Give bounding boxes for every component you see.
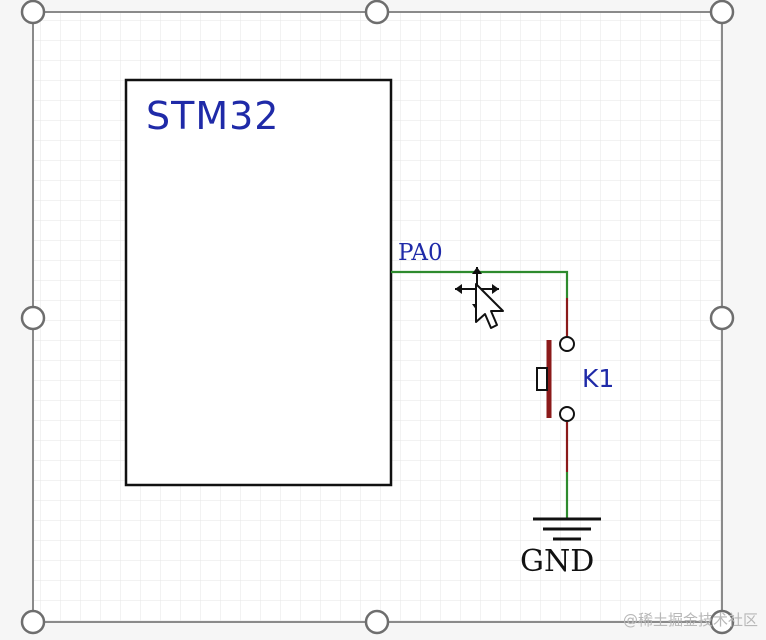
chip-label: STM32 xyxy=(146,94,280,138)
handle-top-middle[interactable] xyxy=(364,0,390,25)
switch-contact-top xyxy=(559,336,575,352)
ground-symbol[interactable] xyxy=(533,517,601,541)
switch-label: K1 xyxy=(582,364,615,393)
handle-middle-left[interactable] xyxy=(20,305,46,331)
switch-button xyxy=(536,367,548,391)
handle-bottom-right[interactable] xyxy=(709,609,735,635)
arrow-cursor-icon xyxy=(475,283,504,329)
handle-middle-right[interactable] xyxy=(709,305,735,331)
watermark: @稀土掘金技术社区 xyxy=(622,611,758,629)
selection-handles[interactable] xyxy=(20,0,735,635)
handle-top-left[interactable] xyxy=(20,0,46,25)
handle-top-right[interactable] xyxy=(709,0,735,25)
stm32-chip-body[interactable] xyxy=(124,78,393,487)
pin-label: PA0 xyxy=(398,240,443,266)
handle-bottom-middle[interactable] xyxy=(364,609,390,635)
switch-contact-bottom xyxy=(559,406,575,422)
ground-label: GND xyxy=(520,544,595,579)
pa0-wire[interactable] xyxy=(391,270,569,298)
handle-bottom-left[interactable] xyxy=(20,609,46,635)
switch-k1-symbol[interactable] xyxy=(536,336,575,422)
